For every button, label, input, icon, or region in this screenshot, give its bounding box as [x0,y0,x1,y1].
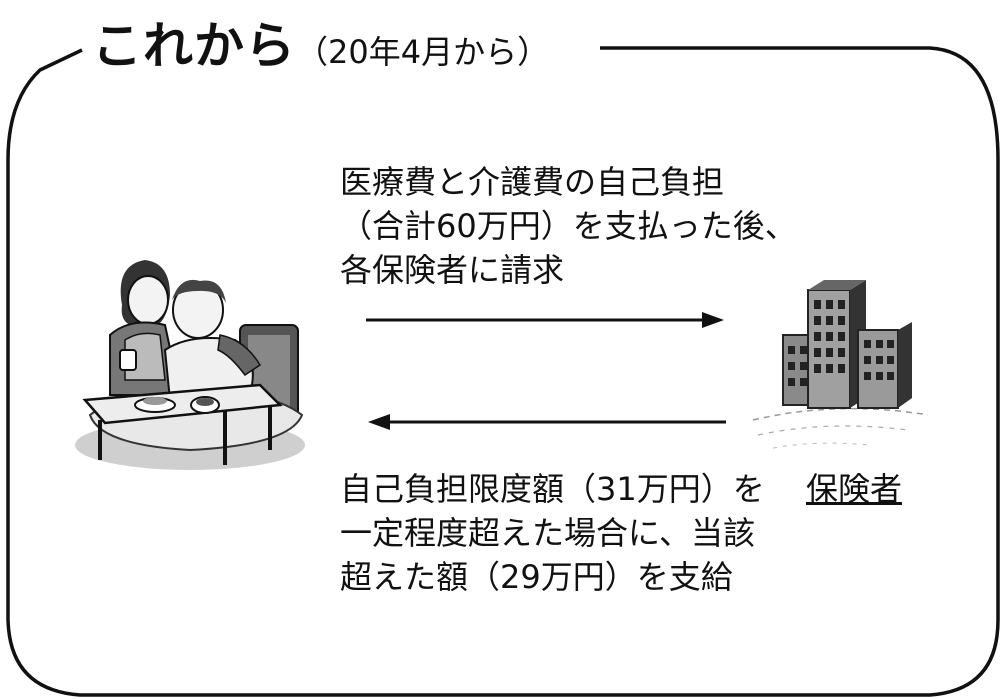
page-title: これから（20年4月から） [92,6,549,76]
payment-line-2: 一定程度超えた場合に、当該 [340,514,756,552]
request-line-3: 各保険者に請求 [340,251,565,289]
right-arrow [366,312,724,328]
payment-line-1: 自己負担限度額（31万円）を [340,470,765,508]
payment-text: 自己負担限度額（31万円）を 一定程度超えた場合に、当該 超えた額（29万円）を… [340,467,765,599]
request-line-1: 医療費と介護費の自己負担 [340,163,725,201]
payment-line-3: 超えた額（29万円）を支給 [340,558,733,596]
title-main: これから [92,17,296,75]
left-arrow [368,414,726,430]
request-line-2: （合計60万円）を支払った後、 [340,207,797,245]
title-subtitle: （20年4月から） [296,33,550,71]
insurer-building-icon [752,280,929,449]
caregiver-and-patient-illustration [75,260,305,470]
request-text: 医療費と介護費の自己負担 （合計60万円）を支払った後、 各保険者に請求 [340,160,797,292]
insurer-label: 保険者 [806,470,903,508]
